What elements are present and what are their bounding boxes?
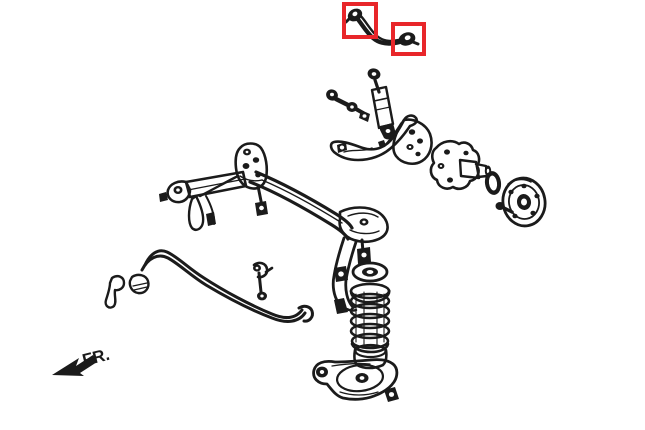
part-lower-control-arm	[312, 343, 399, 402]
part-lateral-link-rod	[326, 89, 370, 122]
part-upper-control-arm	[329, 114, 433, 166]
part-sway-bar-bushing	[128, 273, 150, 295]
part-spring-upper-seat	[351, 261, 389, 283]
highlight-box-left	[342, 2, 378, 39]
part-hub-seal-ring	[484, 171, 502, 195]
part-sway-bar-bracket	[104, 275, 126, 309]
part-coil-spring	[349, 282, 391, 354]
part-subframe-crossmember	[159, 142, 389, 314]
part-shock-absorber	[367, 68, 396, 140]
fr-label: FR.	[80, 345, 111, 370]
highlight-box-right	[391, 22, 426, 56]
part-wheel-hub-bearing	[501, 176, 547, 228]
part-sway-bar	[140, 249, 314, 323]
part-toe-control-arm	[344, 8, 420, 46]
orientation-arrow-fr: FR.	[52, 345, 112, 376]
part-sway-bar-end-link	[252, 261, 274, 301]
part-steering-knuckle	[429, 139, 492, 191]
